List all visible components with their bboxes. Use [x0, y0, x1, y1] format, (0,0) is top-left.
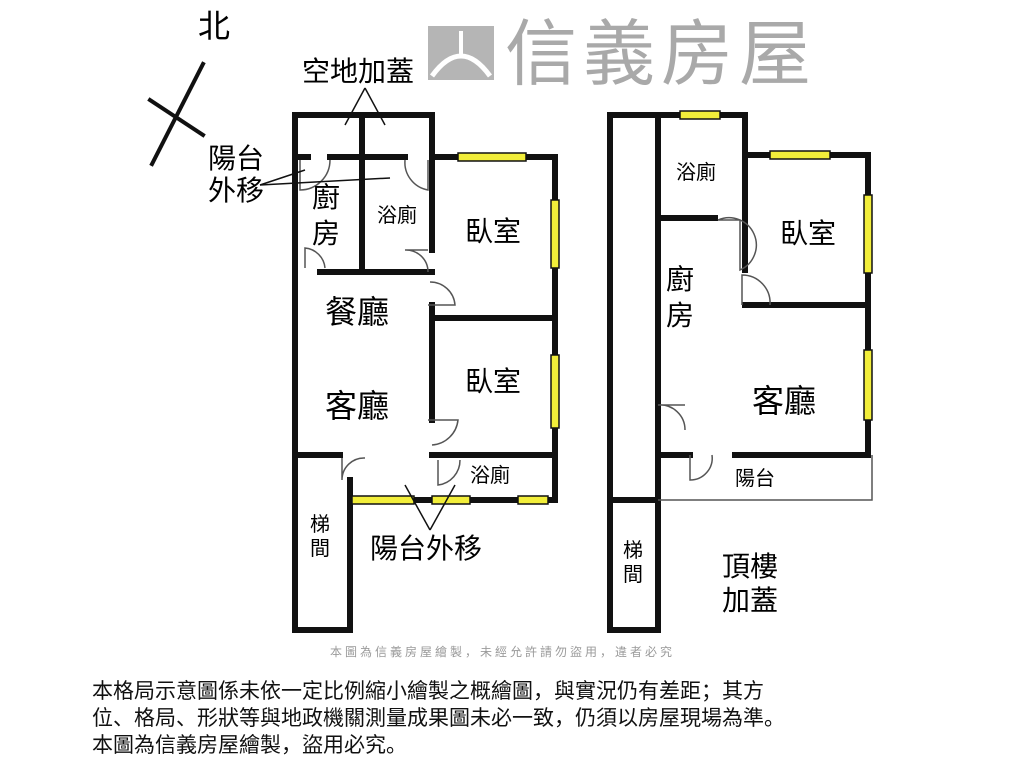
label-bedroom-top-left: 臥室 — [465, 215, 522, 248]
label-living-left: 客廳 — [325, 387, 390, 425]
watermark-notice: 本圖為信義房屋繪製，未經允許請勿盜用，違者必究 — [330, 645, 676, 659]
label-balcony-moved-bottom: 陽台外移 — [370, 532, 483, 565]
disclaimer: 本格局示意圖係未依一定比例縮小繪製之概繪圖，與實況仍有差距；其方 位、格局、形狀… — [92, 678, 785, 759]
label-dining: 餐廳 — [325, 293, 390, 331]
label-balcony-moved-top: 陽台外移 — [208, 142, 265, 207]
label-kitchen-left: 廚房 — [312, 181, 341, 250]
label-living-right: 客廳 — [752, 382, 817, 420]
label-kitchen-right: 廚房 — [666, 263, 695, 332]
label-rooftop-addition: 頂樓加蓋 — [722, 550, 779, 617]
windows — [351, 110, 873, 505]
north-label: 北 — [198, 7, 231, 45]
label-stairs-right: 梯間 — [623, 538, 643, 586]
label-empty-land-addition: 空地加蓋 — [302, 55, 415, 88]
label-bathroom-right: 浴廁 — [676, 160, 716, 184]
label-bathroom-top-left: 浴廁 — [377, 203, 417, 227]
label-leaders — [259, 87, 456, 531]
disclaimer-line: 本圖為信義房屋繪製，盜用必究。 — [92, 733, 407, 757]
disclaimer-line: 本格局示意圖係未依一定比例縮小繪製之概繪圖，與實況仍有差距；其方 — [92, 679, 764, 703]
label-bedroom-middle-left: 臥室 — [465, 365, 522, 398]
compass-arrow — [149, 61, 206, 167]
disclaimer-line: 位、格局、形狀等與地政機關測量成果圖未必一致，仍須以房屋現場為準。 — [92, 706, 785, 730]
label-bedroom-right: 臥室 — [780, 217, 837, 250]
label-balcony-right: 陽台 — [735, 466, 775, 490]
watermark-brand: 信義房屋 — [505, 12, 818, 96]
label-bathroom-bottom-left: 浴廁 — [470, 463, 510, 487]
label-stairs-left: 梯間 — [310, 512, 330, 560]
